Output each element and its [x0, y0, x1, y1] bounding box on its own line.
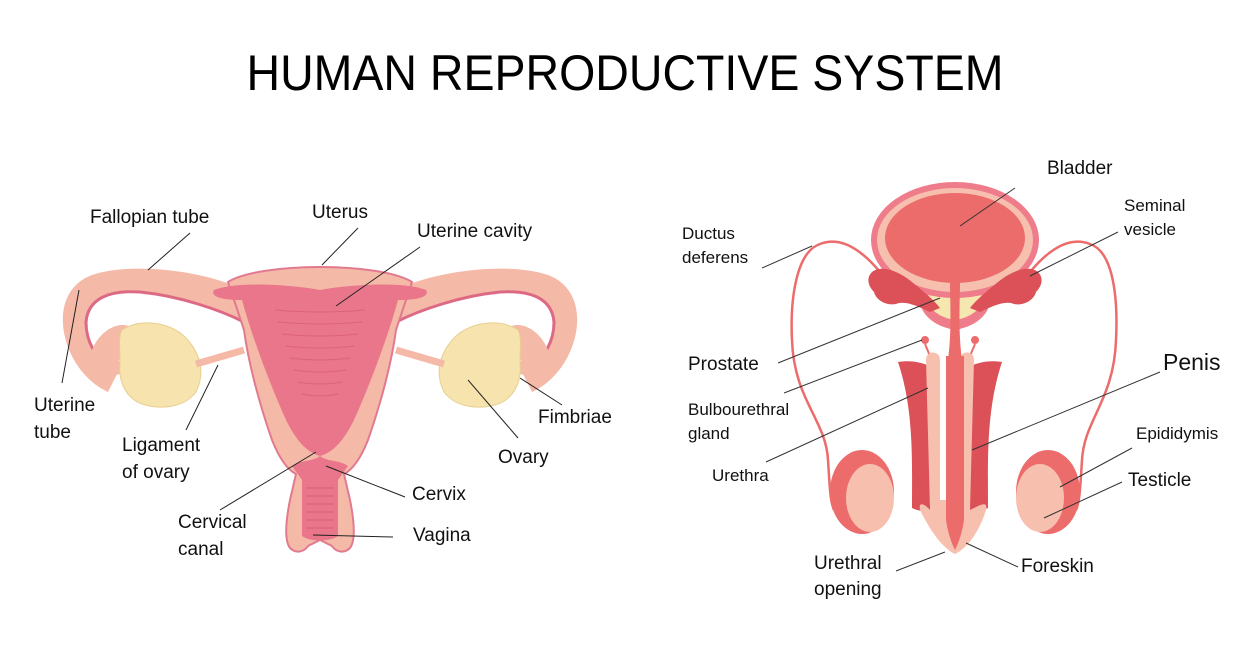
bladder [885, 193, 1025, 283]
left-testicle [846, 464, 894, 532]
corpus-spongiosum [919, 352, 987, 554]
vagina [292, 456, 348, 541]
label-seminal-vesicle-line2: vesicle [1124, 220, 1176, 239]
label-bladder: Bladder [1047, 158, 1113, 179]
left-seminal-vesicle [868, 268, 940, 312]
label-urethral-opening-line1: Urethral [814, 553, 882, 574]
label-ductus-deferens-line1: Ductus [682, 224, 735, 243]
label-uterine-tube-line2: tube [34, 422, 71, 443]
left-ductus-deferens [790, 240, 881, 511]
male-reproductive-system [790, 182, 1118, 554]
label-ligament-line2: of ovary [122, 462, 190, 483]
male-leader-lines [761, 187, 1161, 572]
label-fimbriae: Fimbriae [538, 407, 612, 428]
right-corpus-cavernosum [968, 361, 1002, 511]
right-ductus-deferens [1029, 240, 1118, 511]
left-ovary [119, 322, 202, 408]
label-cervical-canal-line2: canal [178, 539, 224, 560]
label-fallopian-tube: Fallopian tube [90, 207, 210, 228]
left-corpus-cavernosum [898, 361, 932, 511]
label-cervical-canal-line1: Cervical [178, 512, 247, 533]
label-bulbourethral-line2: gland [688, 424, 730, 443]
label-urethra: Urethra [712, 466, 769, 485]
label-foreskin: Foreskin [1021, 556, 1094, 577]
right-fimbriae [500, 325, 549, 377]
urethra [946, 356, 964, 550]
label-urethral-opening-line2: opening [814, 579, 882, 600]
label-vagina: Vagina [413, 525, 471, 546]
right-ovary [438, 322, 521, 408]
label-uterine-tube-line1: Uterine [34, 395, 96, 416]
label-testicle: Testicle [1128, 470, 1192, 491]
right-fallopian-tube [396, 268, 578, 392]
left-fimbriae [91, 325, 140, 377]
label-uterus: Uterus [312, 202, 368, 223]
label-seminal-vesicle-line1: Seminal [1124, 196, 1186, 215]
right-testicle [1016, 464, 1064, 532]
left-fallopian-tube [62, 268, 244, 392]
label-bulbourethral-line1: Bulbourethral [688, 400, 790, 419]
label-uterine-cavity: Uterine cavity [417, 221, 533, 242]
label-epididymis: Epididymis [1136, 424, 1219, 443]
label-ovary: Ovary [498, 447, 549, 468]
label-ligament-line1: Ligament [122, 435, 201, 456]
label-ductus-deferens-line2: deferens [682, 248, 749, 267]
uterine-cavity [213, 284, 427, 456]
label-prostate: Prostate [688, 354, 759, 375]
label-penis: Penis [1163, 349, 1221, 375]
female-reproductive-system [62, 266, 578, 553]
female-leader-lines [61, 227, 563, 538]
right-seminal-vesicle [970, 268, 1042, 312]
label-cervix: Cervix [412, 484, 466, 505]
diagram-title: HUMAN REPRODUCTIVE SYSTEM [246, 45, 1004, 101]
